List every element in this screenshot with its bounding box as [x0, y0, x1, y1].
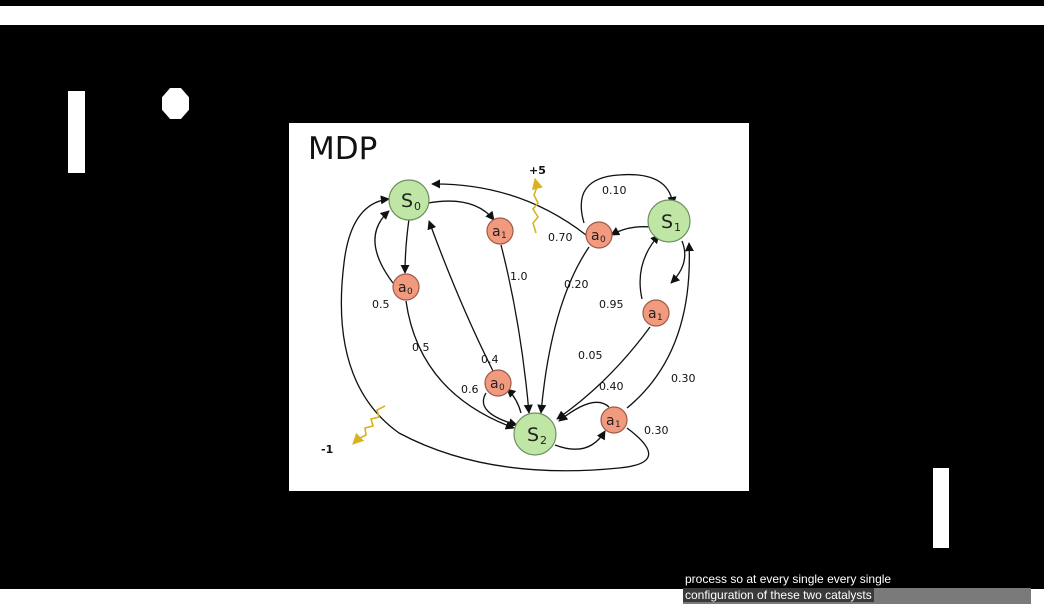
svg-text:a: a [398, 280, 407, 296]
svg-text:1: 1 [615, 420, 621, 430]
action-node-s1-a1: a 1 [642, 299, 670, 327]
edge-s2a0-to-s0 [427, 220, 494, 372]
reward-arrow-negative [352, 405, 386, 445]
subtitle-line-2-text: configuration of these two catalysts [683, 588, 874, 602]
edge-label-s2a0-s2: 0.6 [461, 383, 479, 396]
svg-text:0: 0 [414, 200, 421, 213]
edge-label-s2a1-s0: 0.30 [644, 424, 669, 437]
state-node-s1: S 1 [647, 199, 691, 243]
edge-label-s2a1-s2: 0.40 [599, 380, 624, 393]
svg-text:0: 0 [499, 383, 505, 393]
edge-label-s1a0-s0: 0.70 [548, 231, 573, 244]
svg-text:1: 1 [501, 231, 507, 241]
edge-s0a0-to-s2 [405, 300, 515, 430]
edge-s2a1-to-s2 [558, 401, 610, 422]
svg-text:0: 0 [600, 235, 606, 245]
edge-s1-to-s1a0 [610, 226, 652, 236]
edge-label-s2a1-s1: 0.30 [671, 372, 696, 385]
svg-text:2: 2 [540, 434, 547, 447]
reward-label-negative: -1 [321, 443, 333, 456]
action-node-s1-a0: a 0 [585, 221, 613, 249]
subtitle-line-2: configuration of these two catalysts [683, 588, 1031, 604]
reward-arrow-positive [532, 177, 543, 234]
slide-title: MDP [308, 131, 378, 167]
svg-text:1: 1 [657, 313, 663, 323]
edge-s2a1-to-s0 [340, 195, 650, 472]
action-node-s2-a0: a 0 [484, 369, 512, 397]
edge-label-s0a1-s2: 1.0 [510, 270, 528, 283]
edge-s0a1-to-s2 [500, 244, 533, 414]
edge-s2-to-s2a0 [506, 388, 522, 414]
state-node-s2: S 2 [513, 412, 557, 456]
edge-s1a0-to-s1 [580, 173, 677, 224]
edge-s1a0-to-s0 [431, 179, 587, 236]
edge-label-s1a0-s1: 0.10 [602, 184, 627, 197]
top-bar [0, 0, 1044, 6]
edge-s1-to-s1a1 [670, 240, 686, 284]
right-paddle [933, 468, 949, 548]
mdp-diagram: S 0 S 1 S 2 a 0 a 1 [321, 164, 696, 472]
svg-text:S: S [401, 190, 413, 212]
video-frame[interactable]: MDP [0, 25, 1044, 589]
edge-s1a0-to-s2 [537, 246, 590, 414]
state-node-s0: S 0 [388, 179, 430, 221]
subtitle-line-1: process so at every single every single [683, 572, 894, 588]
edge-label-s0a0-s2: 0.5 [412, 341, 430, 354]
edge-s2a0-to-s2 [482, 392, 518, 428]
action-node-s0-a0: a 0 [392, 273, 420, 301]
svg-text:S: S [661, 211, 673, 233]
svg-text:a: a [648, 306, 657, 322]
subtitles: process so at every single every single … [683, 572, 1031, 604]
svg-text:a: a [492, 224, 501, 240]
svg-text:a: a [490, 376, 499, 392]
reward-label-positive: +5 [529, 164, 546, 177]
svg-text:0: 0 [407, 287, 413, 297]
edge-label-s2a0-s0: 0.4 [481, 353, 499, 366]
left-paddle [68, 91, 85, 173]
edge-s1a1-to-s1 [639, 234, 660, 300]
edge-s1a1-to-s2 [556, 326, 651, 420]
edge-s2-to-s2a1 [554, 430, 606, 450]
action-node-s2-a1: a 1 [600, 406, 628, 434]
pong-ball [162, 88, 189, 119]
svg-text:a: a [606, 413, 615, 429]
edge-s0-to-s0a1 [427, 200, 495, 221]
edge-s0-to-s0a0 [400, 218, 410, 274]
action-node-s0-a1: a 1 [486, 217, 514, 245]
svg-text:1: 1 [674, 221, 681, 234]
edge-label-s1a1-s1: 0.95 [599, 298, 624, 311]
mdp-slide: MDP [289, 123, 749, 491]
edge-s2a1-to-s1 [626, 242, 694, 409]
svg-text:S: S [527, 424, 539, 446]
edge-label-s0a0-s0: 0.5 [372, 298, 390, 311]
svg-text:a: a [591, 228, 600, 244]
edge-label-s1a0-s2: 0.20 [564, 278, 589, 291]
edge-s0a0-to-s0 [374, 210, 394, 284]
edge-label-s1a1-s2: 0.05 [578, 349, 603, 362]
